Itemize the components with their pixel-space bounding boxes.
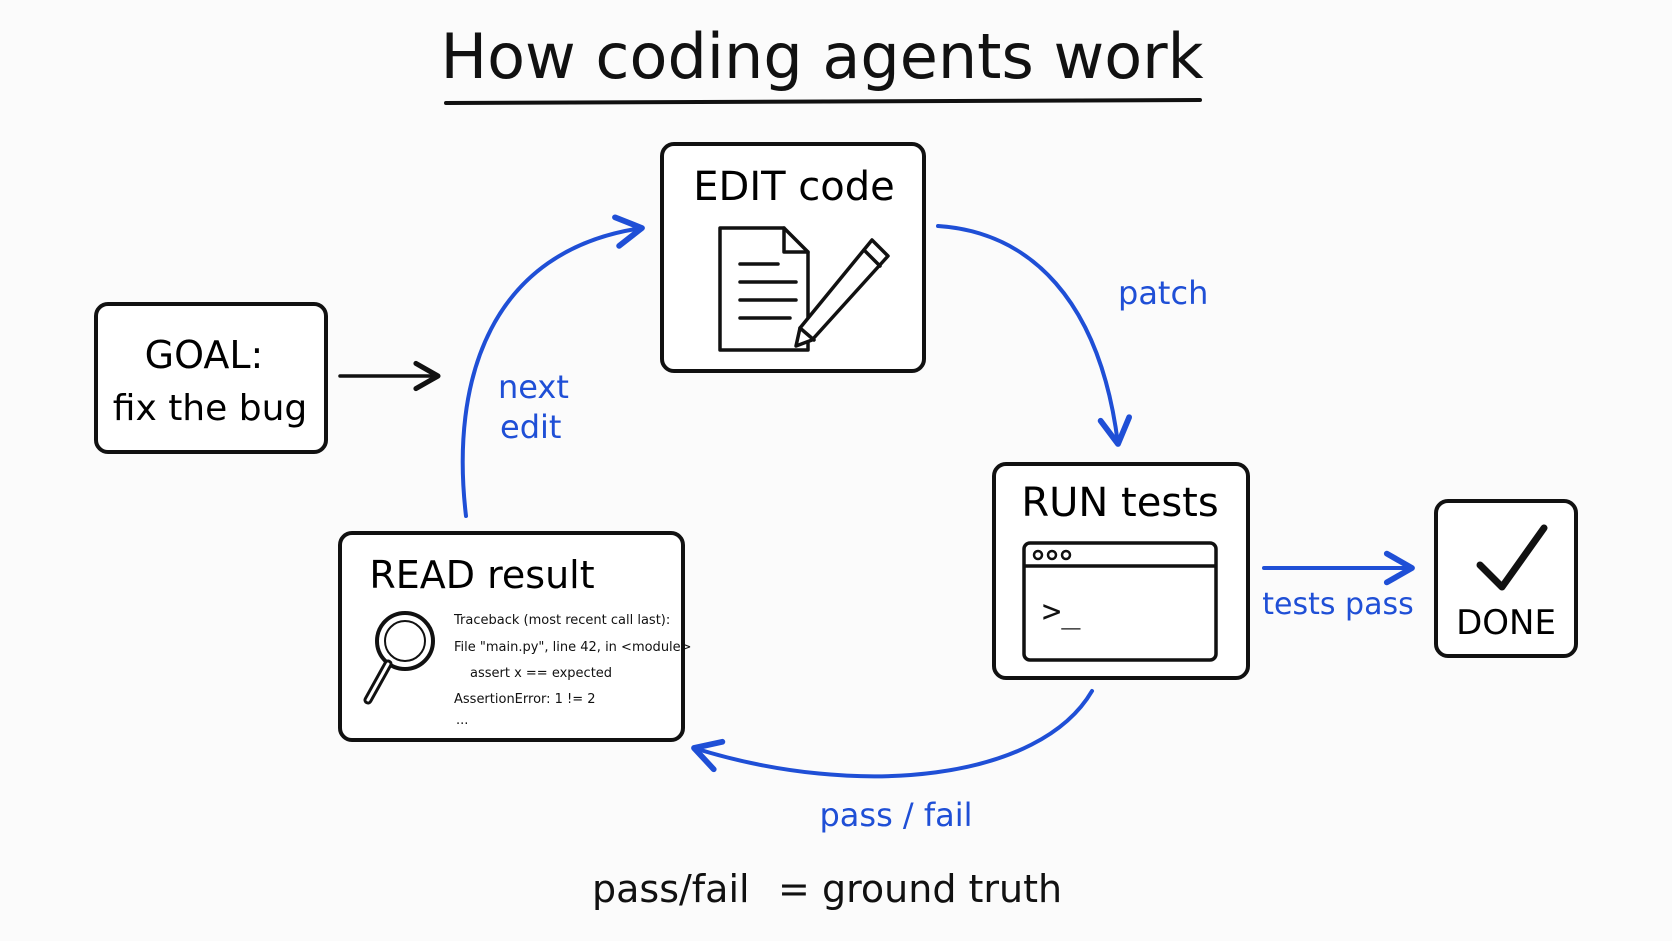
traceback-text: Traceback (most recent call last): File … xyxy=(453,613,692,728)
pass-fail-label: pass / fail xyxy=(819,796,972,834)
footer-right: ground truth xyxy=(822,867,1062,911)
read-node: READ result Traceback (most recent call … xyxy=(338,531,692,742)
document-pencil-icon xyxy=(718,226,890,352)
read-box xyxy=(338,531,685,742)
traceback-line-2: File "main.py", line 42, in <module> xyxy=(454,640,692,655)
edit-box xyxy=(660,142,926,373)
goal-node: GOAL: fix the bug xyxy=(94,302,328,454)
next-edit-label-line2: edit xyxy=(500,408,561,446)
footer-caption: pass/fail = ground truth xyxy=(592,867,1062,911)
run-node: RUN tests >_ xyxy=(992,462,1250,680)
done-node: DONE xyxy=(1434,499,1578,658)
traceback-line-3: assert x == expected xyxy=(470,666,612,681)
diagram-title: How coding agents work xyxy=(440,20,1203,93)
title-underline xyxy=(444,97,1202,105)
traceback-line-1: Traceback (most recent call last): xyxy=(453,613,670,628)
magnifier-icon xyxy=(363,611,435,705)
terminal-prompt: >_ xyxy=(1042,592,1081,630)
traceback-line-5: ... xyxy=(456,713,468,728)
run-label: RUN tests xyxy=(1021,480,1218,526)
goal-box xyxy=(94,302,328,454)
goal-line2: fix the bug xyxy=(113,388,307,429)
goal-line1: GOAL: xyxy=(145,333,264,377)
edit-node: EDIT code xyxy=(660,142,926,373)
done-label: DONE xyxy=(1456,603,1556,643)
footer-left: pass/fail xyxy=(592,867,750,911)
edit-to-run-arrow xyxy=(936,224,1133,447)
read-label: READ result xyxy=(369,553,594,597)
run-to-read-arrow xyxy=(691,689,1094,779)
read-to-edit-arrow xyxy=(460,214,645,518)
terminal-window-icon: >_ xyxy=(1022,541,1218,662)
tests-pass-label: tests pass xyxy=(1262,587,1413,622)
footer-eq: = xyxy=(778,867,810,911)
edit-label: EDIT code xyxy=(693,164,894,210)
patch-label: patch xyxy=(1118,274,1208,312)
traceback-line-4: AssertionError: 1 != 2 xyxy=(454,692,596,707)
next-edit-label-line1: next xyxy=(498,368,569,406)
checkmark-icon xyxy=(1476,524,1548,591)
